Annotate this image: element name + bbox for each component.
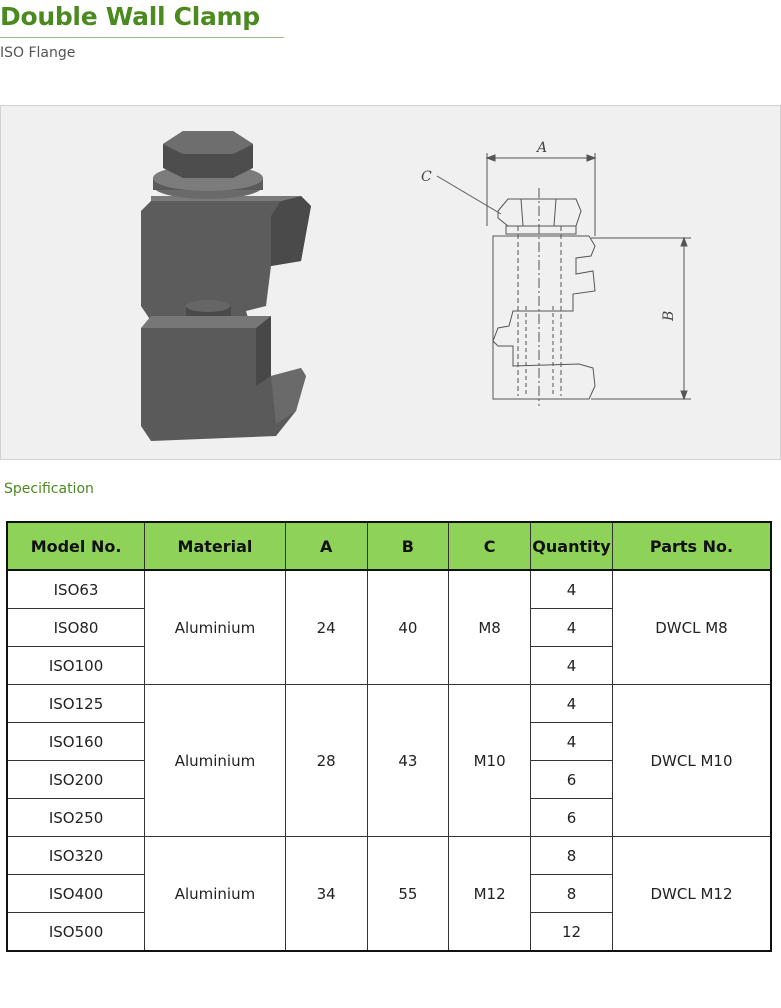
parts-no-cell: DWCL M12: [611, 836, 772, 952]
table-row: ISO320 Aluminium 34 55 M12 8 DWCL M12: [6, 836, 772, 952]
material-cell: Aluminium: [144, 836, 286, 952]
parts-no-cell: DWCL M8: [611, 569, 772, 685]
clamp-3d-render: [141, 131, 311, 441]
table-row: ISO125 Aluminium 28 43 M10 4 DWCL M10: [6, 684, 772, 837]
material-cell: Aluminium: [144, 684, 286, 837]
quantity-cell: 4: [530, 569, 613, 609]
parts-no-cell: DWCL M10: [611, 684, 772, 837]
title-underline: [0, 37, 284, 38]
model-cell: ISO160: [6, 722, 146, 761]
c-cell: M12: [448, 836, 531, 952]
quantity-cell: 4: [530, 608, 613, 647]
b-cell: 55: [366, 836, 450, 952]
dimension-a-label: A: [535, 140, 547, 156]
a-cell: 24: [284, 569, 368, 685]
header-parts-no: Parts No.: [611, 521, 772, 571]
spec-table: Model No. Material A B C Quantity Parts …: [6, 521, 772, 952]
clamp-illustration: A C B: [141, 131, 691, 441]
a-cell: 28: [284, 684, 368, 837]
table-header-row: Model No. Material A B C Quantity Parts …: [6, 521, 772, 571]
quantity-cell: 6: [530, 760, 613, 799]
product-figure: A C B: [0, 105, 781, 460]
table-row: ISO200 6: [6, 760, 771, 799]
table-row: ISO63 Aluminium 24 40 M8 4 DWCL M8: [6, 569, 772, 685]
b-cell: 43: [366, 684, 450, 837]
c-cell: M10: [448, 684, 531, 837]
table-row: ISO100 4: [6, 646, 771, 685]
header-quantity: Quantity: [530, 521, 613, 571]
section-label: Specification: [4, 481, 94, 497]
quantity-cell: 12: [530, 912, 613, 952]
header-model-no: Model No.: [6, 521, 146, 571]
quantity-cell: 4: [530, 684, 613, 723]
table-row: ISO500 12: [6, 912, 771, 952]
header-b: B: [366, 521, 450, 571]
quantity-cell: 4: [530, 646, 613, 685]
quantity-cell: 8: [530, 874, 613, 913]
dimension-b-label: B: [661, 311, 677, 322]
model-cell: ISO320: [6, 836, 146, 875]
model-cell: ISO125: [6, 684, 146, 723]
quantity-cell: 6: [530, 798, 613, 837]
a-cell: 34: [284, 836, 368, 952]
material-cell: Aluminium: [144, 569, 286, 685]
b-cell: 40: [366, 569, 450, 685]
model-cell: ISO250: [6, 798, 146, 837]
model-cell: ISO500: [6, 912, 146, 952]
model-cell: ISO400: [6, 874, 146, 913]
model-cell: ISO80: [6, 608, 146, 647]
model-cell: ISO63: [6, 569, 146, 609]
header-c: C: [448, 521, 531, 571]
page-subtitle: ISO Flange: [0, 45, 76, 61]
table-row: ISO250 6: [6, 798, 771, 837]
quantity-cell: 4: [530, 722, 613, 761]
table-row: ISO160 4: [6, 722, 771, 761]
table-row: ISO400 8: [6, 874, 771, 913]
model-cell: ISO100: [6, 646, 146, 685]
dimension-drawing: [436, 153, 691, 406]
model-cell: ISO200: [6, 760, 146, 799]
c-cell: M8: [448, 569, 531, 685]
header-a: A: [284, 521, 368, 571]
header-material: Material: [144, 521, 286, 571]
quantity-cell: 8: [530, 836, 613, 875]
page-title: Double Wall Clamp: [0, 2, 260, 31]
dimension-c-label: C: [421, 169, 432, 185]
